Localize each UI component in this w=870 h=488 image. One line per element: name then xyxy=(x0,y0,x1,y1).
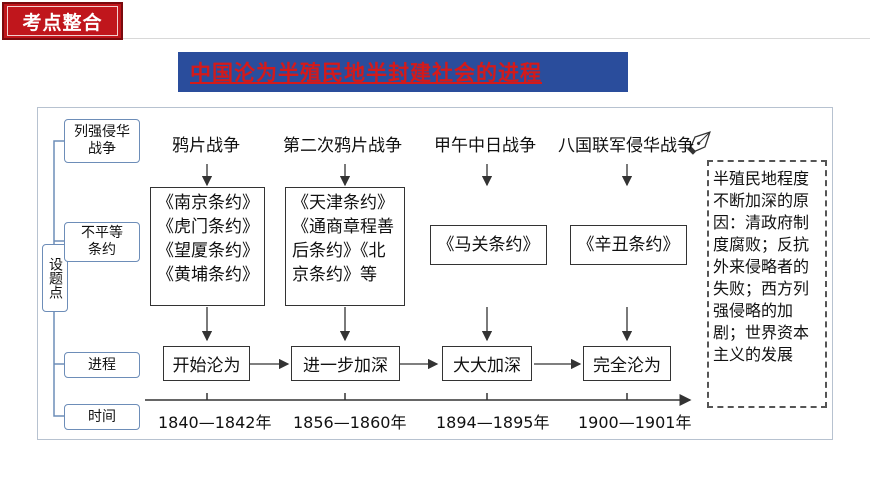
process-stage-3: 大大加深 xyxy=(442,346,532,381)
treaty-to-process-arrows xyxy=(201,307,633,342)
treaty-item: 京条约》等 xyxy=(292,265,377,285)
treaty-box-2: 《天津条约》 《通商章程善 后条约》《北 京条约》等 xyxy=(285,187,405,306)
process-stage-1: 开始沦为 xyxy=(163,346,250,381)
sidebar-label-wars-text: 列强侵华战争 xyxy=(74,124,130,157)
time-label-3: 1894—1895年 xyxy=(436,413,550,432)
war-opium: 鸦片战争 xyxy=(172,136,240,156)
section-badge-label: 考点整合 xyxy=(7,6,118,36)
sidebar-label-treaties-text: 不平等条约 xyxy=(81,225,123,258)
cause-note-text: 半殖民地程度不断加深的原因：清政府制度腐败；反抗外来侵略者的失败；西方列强侵略的… xyxy=(713,169,810,364)
treaty-item: 《马关条约》 xyxy=(437,235,540,255)
sidebar-label-process: 进程 xyxy=(64,352,140,378)
treaty-item: 后条约》《北 xyxy=(292,241,386,261)
time-label-2: 1856—1860年 xyxy=(293,413,407,432)
war-second-opium: 第二次鸦片战争 xyxy=(283,136,402,156)
diagram-frame xyxy=(37,107,833,440)
process-stage-2: 进一步加深 xyxy=(291,346,400,381)
war-eight-nation: 八国联军侵华战争 xyxy=(558,136,694,156)
treaty-box-4: 《辛丑条约》 xyxy=(570,225,687,265)
cause-note: 半殖民地程度不断加深的原因：清政府制度腐败；反抗外来侵略者的失败；西方列强侵略的… xyxy=(707,160,827,408)
treaty-box-1: 《南京条约》 《虎门条约》 《望厦条约》 《黄埔条约》 xyxy=(150,187,265,306)
sidebar-root-text: 设题点 xyxy=(47,257,63,299)
header-divider xyxy=(123,38,870,39)
sidebar-label-treaties: 不平等条约 xyxy=(64,222,140,262)
pen-nib-icon xyxy=(687,131,711,155)
treaty-item: 《虎门条约》 xyxy=(157,217,259,237)
war-sino-japanese: 甲午中日战争 xyxy=(434,136,536,156)
timeline-axis xyxy=(145,393,692,406)
sidebar-label-time: 时间 xyxy=(64,404,140,430)
treaty-item: 《南京条约》 xyxy=(157,193,259,213)
sidebar-bracket xyxy=(53,140,64,417)
sidebar-label-time-text: 时间 xyxy=(88,408,116,425)
process-stage-4: 完全沦为 xyxy=(583,346,671,381)
title-banner: 中国沦为半殖民地半封建社会的进程 xyxy=(178,52,628,92)
time-label-1: 1840—1842年 xyxy=(158,413,272,432)
sidebar-label-process-text: 进程 xyxy=(88,356,116,373)
treaty-item: 《天津条约》 xyxy=(292,193,394,213)
time-label-4: 1900—1901年 xyxy=(578,413,692,432)
section-badge: 考点整合 xyxy=(2,2,123,40)
sidebar-label-wars: 列强侵华战争 xyxy=(64,119,140,163)
treaty-item: 《辛丑条约》 xyxy=(577,235,680,255)
treaty-box-3: 《马关条约》 xyxy=(430,225,547,265)
treaty-item: 《黄埔条约》 xyxy=(157,265,259,285)
sidebar-root-label: 设题点 xyxy=(42,244,68,312)
war-to-treaty-arrows xyxy=(201,164,633,187)
treaty-item: 《望厦条约》 xyxy=(157,241,259,261)
page-title: 中国沦为半殖民地半封建社会的进程 xyxy=(190,61,542,85)
treaty-item: 《通商章程善 xyxy=(292,217,394,237)
